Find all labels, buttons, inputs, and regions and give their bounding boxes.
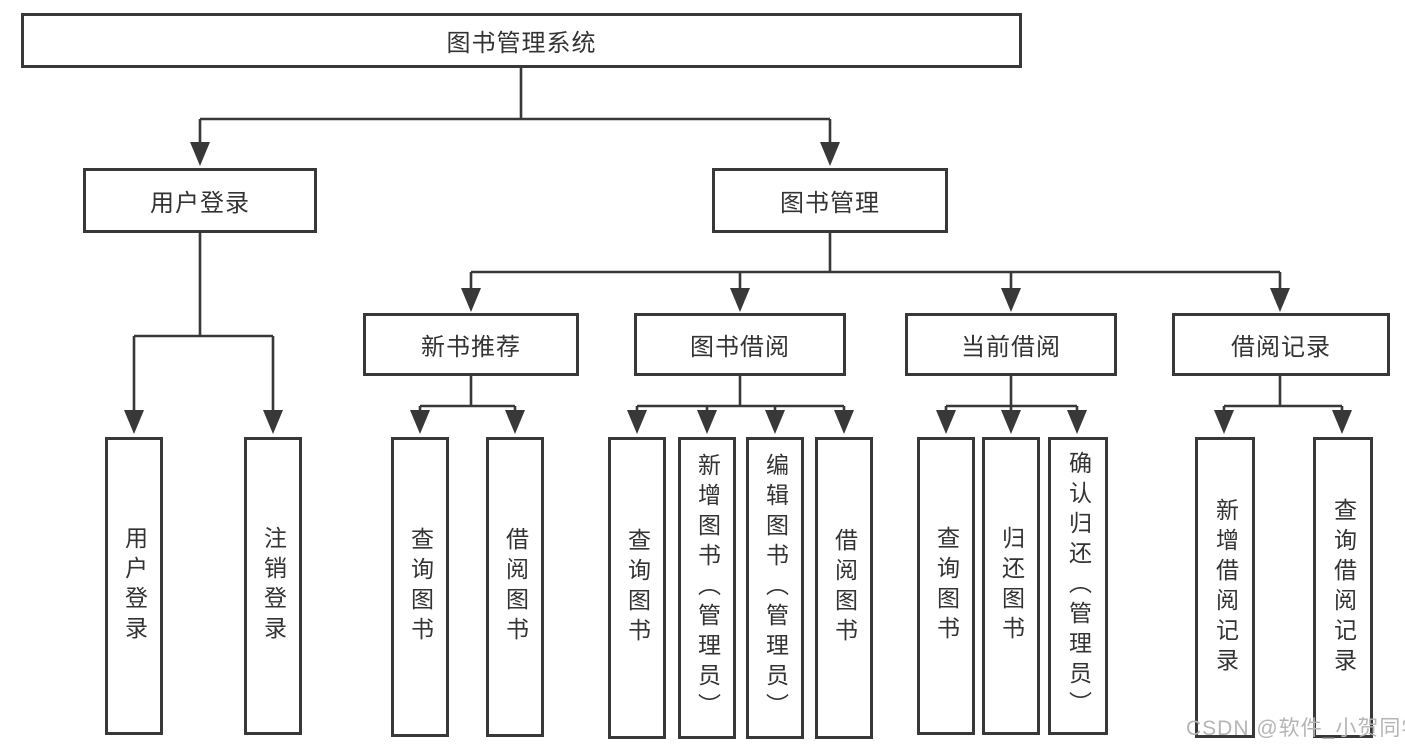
node-label: 查询图书 — [407, 527, 434, 647]
node-root-library-system: 图书管理系统 — [21, 13, 1022, 68]
node-label: 新增借阅记录 — [1212, 497, 1239, 678]
node-label: 用户登录 — [150, 190, 250, 217]
leaf-query-books-1: 查询图书 — [391, 437, 449, 737]
node-label: 图书管理 — [780, 190, 880, 217]
node-label: 用户登录 — [121, 526, 148, 646]
node-label: 查询图书 — [624, 528, 651, 648]
node-label: 注销登录 — [260, 526, 287, 646]
node-label: 新增图书（管理员） — [694, 453, 721, 723]
node-label: 图书管理系统 — [446, 30, 597, 57]
node-label: 借阅图书 — [502, 527, 529, 647]
node-label: 借阅记录 — [1231, 334, 1331, 361]
leaf-confirm-return-admin: 确认归还（管理员） — [1048, 437, 1108, 735]
node-book-management: 图书管理 — [712, 168, 948, 233]
leaf-add-books-admin: 新增图书（管理员） — [678, 437, 736, 739]
node-current-borrowing: 当前借阅 — [905, 313, 1117, 376]
csdn-watermark: CSDN @软件_小贺同学 — [1186, 717, 1405, 740]
node-new-book-recommend: 新书推荐 — [363, 313, 579, 376]
node-label: 借阅图书 — [831, 528, 858, 648]
node-borrowing-records: 借阅记录 — [1172, 313, 1390, 376]
node-label: 归还图书 — [998, 526, 1025, 646]
leaf-add-borrow-record: 新增借阅记录 — [1195, 437, 1255, 738]
node-label: 新书推荐 — [421, 334, 521, 361]
arrowhead-icons — [124, 142, 1352, 434]
leaf-query-books-2: 查询图书 — [608, 437, 666, 739]
leaf-borrow-books-1: 借阅图书 — [486, 437, 544, 737]
leaf-query-borrow-record: 查询借阅记录 — [1313, 437, 1373, 738]
node-label: 图书借阅 — [690, 334, 790, 361]
leaf-logout: 注销登录 — [244, 437, 302, 735]
node-label: 查询图书 — [933, 526, 960, 646]
leaf-borrow-books-2: 借阅图书 — [815, 437, 873, 739]
node-label: 查询借阅记录 — [1330, 497, 1357, 678]
node-user-login: 用户登录 — [83, 168, 317, 233]
node-book-borrowing: 图书借阅 — [634, 313, 846, 376]
node-label: 当前借阅 — [961, 334, 1061, 361]
node-label: 编辑图书（管理员） — [762, 453, 789, 723]
leaf-query-books-3: 查询图书 — [917, 437, 975, 735]
node-label: 确认归还（管理员） — [1065, 451, 1092, 721]
leaf-edit-books-admin: 编辑图书（管理员） — [746, 437, 804, 739]
leaf-return-books: 归还图书 — [982, 437, 1040, 735]
leaf-user-login: 用户登录 — [105, 437, 163, 735]
